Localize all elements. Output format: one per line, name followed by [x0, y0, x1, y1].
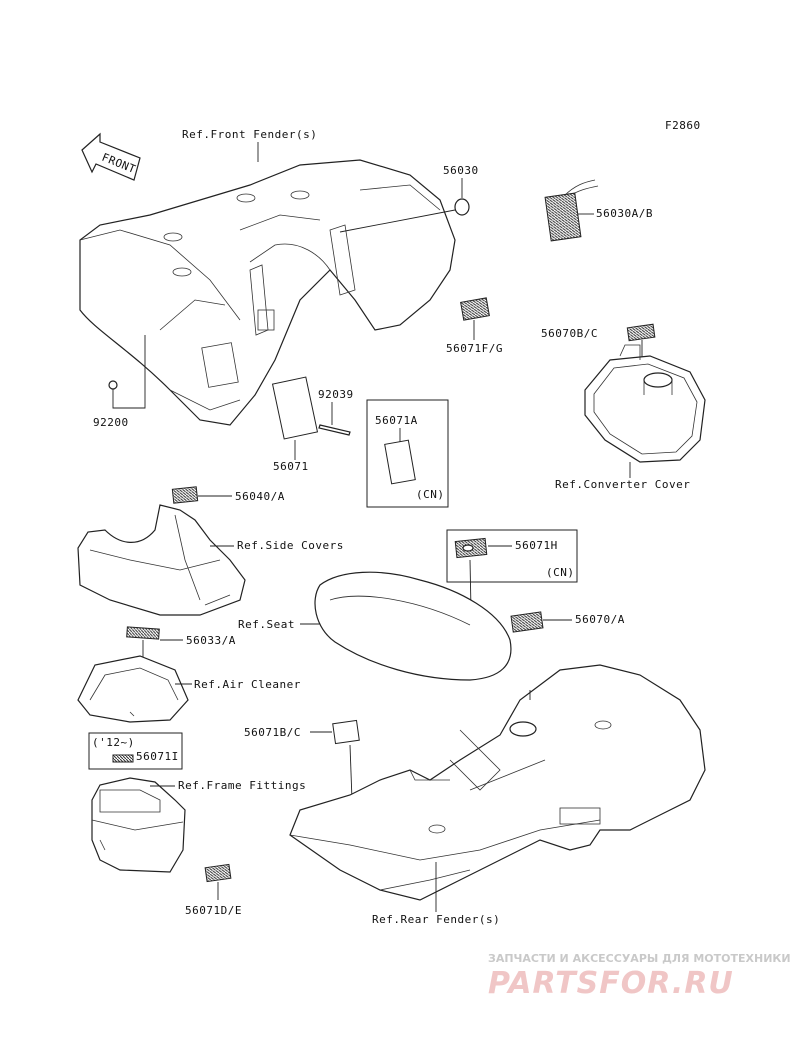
figure-code: F2860: [665, 119, 701, 132]
label-56071a: 56071A: [375, 414, 418, 427]
frame-fittings-drawing: [91, 777, 186, 873]
label-cn-1: (CN): [416, 488, 445, 501]
label-92200: 92200: [93, 416, 129, 429]
label-56071bc: 56071B/C: [244, 726, 301, 739]
label-ref-front-fender: Ref.Front Fender(s): [182, 128, 317, 141]
seat-drawing: [314, 571, 512, 681]
label-ref-seat: Ref.Seat: [238, 618, 295, 631]
side-covers-drawing: [77, 504, 246, 616]
label-56071: 56071: [273, 460, 309, 473]
decal-56070a: [510, 611, 544, 633]
decal-56033a: [126, 626, 160, 640]
decal-56071de: [204, 863, 232, 883]
cn-box-56071a: [366, 399, 449, 508]
air-cleaner-drawing: [77, 655, 189, 723]
label-56071h: 56071H: [515, 539, 558, 552]
label-56070a: 56070/A: [575, 613, 625, 626]
label-ref-side-covers: Ref.Side Covers: [237, 539, 344, 552]
decal-56071i: [112, 754, 134, 763]
label-56070bc: 56070B/C: [541, 327, 598, 340]
label-ref-rear-fender: Ref.Rear Fender(s): [372, 913, 500, 926]
label-cn-2: (CN): [546, 566, 575, 579]
label-56030ab: 56030A/B: [596, 207, 653, 220]
pin-92039: [318, 424, 351, 436]
watermark-brand: PARTSFOR.RU: [488, 966, 734, 1001]
label-56040a: 56040/A: [235, 490, 285, 503]
label-56033a: 56033/A: [186, 634, 236, 647]
label-56030: 56030: [443, 164, 479, 177]
label-56071fg: 56071F/G: [446, 342, 503, 355]
clip-92200: [108, 380, 118, 390]
cn-box-56071h: [446, 529, 578, 583]
decal-56040a: [171, 486, 199, 504]
converter-cover-drawing: [584, 344, 706, 463]
label-ref-converter-cover: Ref.Converter Cover: [555, 478, 690, 491]
decal-56071a: [384, 439, 416, 485]
year-box-56071i: [88, 732, 183, 770]
rear-fender-drawing: [289, 664, 706, 901]
label-year-12: ('12~): [92, 736, 135, 749]
label-ref-frame-fittings: Ref.Frame Fittings: [178, 779, 306, 792]
label-ref-air-cleaner: Ref.Air Cleaner: [194, 678, 301, 691]
front-arrow-icon: FRONT: [81, 132, 141, 181]
front-fender-drawing: [79, 159, 456, 426]
grommet-56030: [454, 198, 470, 216]
watermark-tagline: ЗАПЧАСТИ И АКСЕССУАРЫ ДЛЯ МОТОТЕХНИКИ: [488, 952, 791, 965]
decal-56071: [271, 376, 319, 440]
tag-56030ab: [544, 179, 599, 242]
label-56071i: 56071I: [136, 750, 179, 763]
decal-56070bc: [626, 323, 656, 342]
decal-56071fg: [460, 297, 490, 321]
decal-56071bc: [332, 719, 360, 745]
label-56071de: 56071D/E: [185, 904, 242, 917]
label-92039: 92039: [318, 388, 354, 401]
